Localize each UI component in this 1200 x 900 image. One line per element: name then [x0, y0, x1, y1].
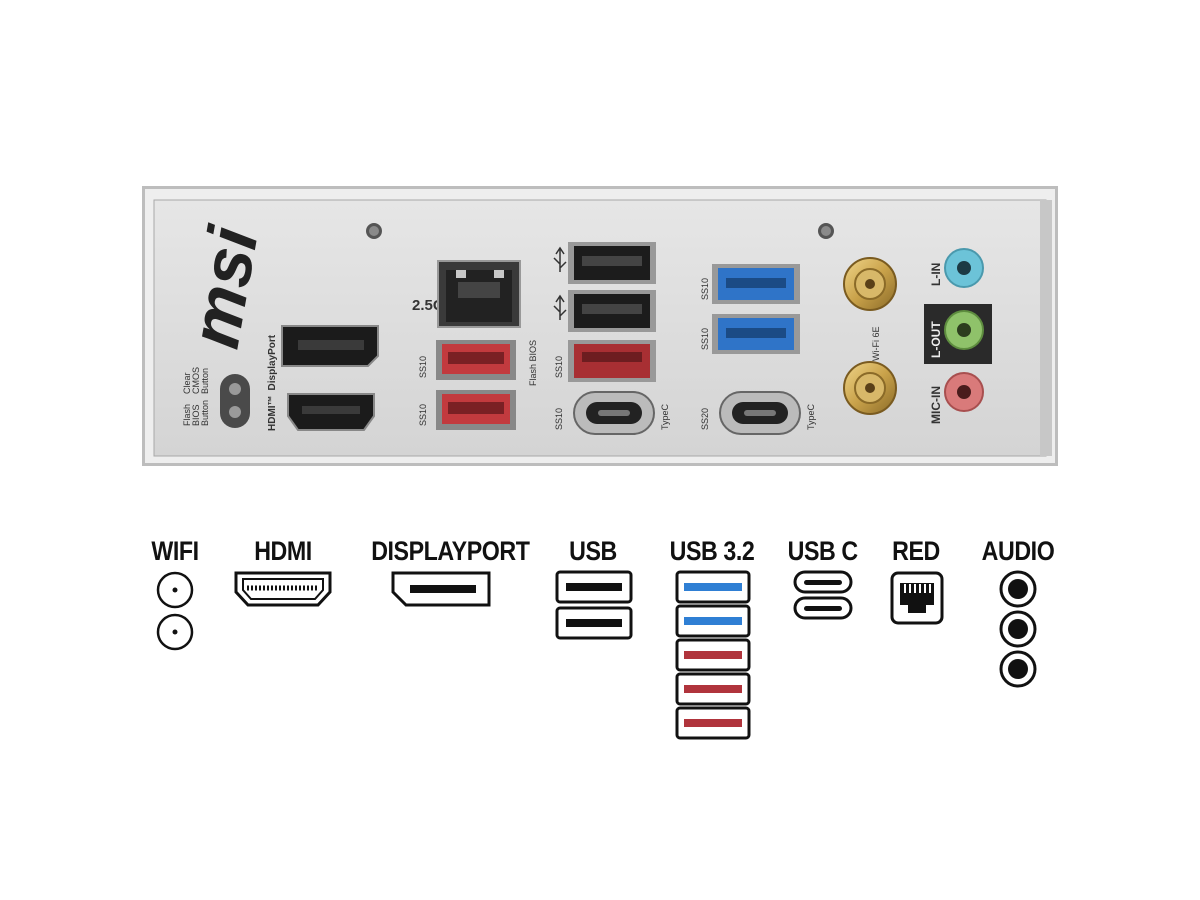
usb-a-port-red [436, 340, 516, 380]
svg-text:L-OUT: L-OUT [929, 321, 943, 358]
clear-cmos-button[interactable] [220, 374, 250, 428]
bios-button-labels: Flash BIOS Button Clear CMOS Button [182, 367, 210, 426]
io-shield-panel: msi Flash BIOS Button Clear CMOS Button … [142, 186, 1058, 466]
screw-icon [818, 223, 834, 239]
ethernet-port-icon [890, 571, 944, 625]
legend-usb32-label: USB 3.2 [669, 536, 755, 566]
svg-text:SS10: SS10 [700, 278, 710, 300]
usb-speed-label: SS10 SS10 SS20 [700, 278, 710, 430]
svg-text:SS10: SS10 [418, 356, 428, 378]
legend-displayport-label: DISPLAYPORT [371, 536, 530, 566]
usb-icon [553, 246, 567, 320]
svg-text:Button: Button [200, 400, 210, 426]
svg-text:Button: Button [200, 368, 210, 394]
usb-a-port-black [568, 290, 656, 332]
usb-c-port-icon [793, 570, 853, 620]
usb-speed-label: SS10 SS10 [418, 356, 428, 426]
ethernet-speed-label: 2.5G [412, 297, 445, 314]
usb-a-port-black [568, 242, 656, 284]
hdmi-displayport-label: HDMI™DisplayPort [267, 334, 278, 431]
svg-text:Flash: Flash [182, 404, 192, 426]
usb-c-port [573, 391, 655, 435]
usb-a-port-icon [675, 570, 751, 740]
legend-audio-label: AUDIO [981, 536, 1055, 566]
displayport-port [281, 325, 379, 367]
svg-text:SS10: SS10 [700, 328, 710, 350]
svg-text:SS10: SS10 [418, 404, 428, 426]
wifi-antenna-connector [843, 361, 897, 415]
audio-labels: L-IN MIC-IN [929, 263, 943, 424]
audio-jack-line-out [944, 310, 984, 350]
legend-hdmi-label: HDMI [254, 536, 312, 566]
usb-a-port-red [436, 390, 516, 430]
svg-text:BIOS: BIOS [191, 404, 201, 426]
usb-a-port-blue [712, 314, 800, 354]
svg-text:Clear: Clear [182, 372, 192, 394]
screw-icon [366, 223, 382, 239]
svg-text:SS10: SS10 [554, 408, 564, 430]
legend-usbc-label: USB C [787, 536, 859, 566]
usb-a-port-icon [555, 570, 633, 640]
svg-text:SS10: SS10 [554, 356, 564, 378]
typec-label: TypeC [806, 403, 816, 430]
svg-text:SS20: SS20 [700, 408, 710, 430]
legend-wifi-label: WIFI [151, 536, 199, 566]
usb-a-port-blue [712, 264, 800, 304]
typec-label: TypeC [660, 403, 670, 430]
usb-c-port [719, 391, 801, 435]
hdmi-port-icon [234, 571, 332, 607]
audio-jack-mic-in [944, 372, 984, 412]
svg-text:L-IN: L-IN [929, 263, 943, 286]
audio-jack-icon [999, 570, 1037, 688]
wifi-label: Wi-Fi 6E [871, 327, 881, 362]
hdmi-port [287, 393, 375, 431]
usb-a-port-red [568, 340, 656, 382]
svg-text:CMOS: CMOS [191, 367, 201, 394]
legend-red-label: RED [892, 536, 940, 566]
usb-speed-label: SS10 SS10 [554, 356, 564, 430]
legend-usb-label: USB [569, 536, 617, 566]
ethernet-port [437, 260, 521, 328]
audio-jack-line-in [944, 248, 984, 288]
flash-bios-port-label: Flash BIOS [528, 340, 538, 386]
svg-text:MIC-IN: MIC-IN [929, 386, 943, 424]
wifi-antenna-connector [843, 257, 897, 311]
antenna-connector-icon [156, 571, 194, 651]
displayport-icon [391, 571, 491, 607]
